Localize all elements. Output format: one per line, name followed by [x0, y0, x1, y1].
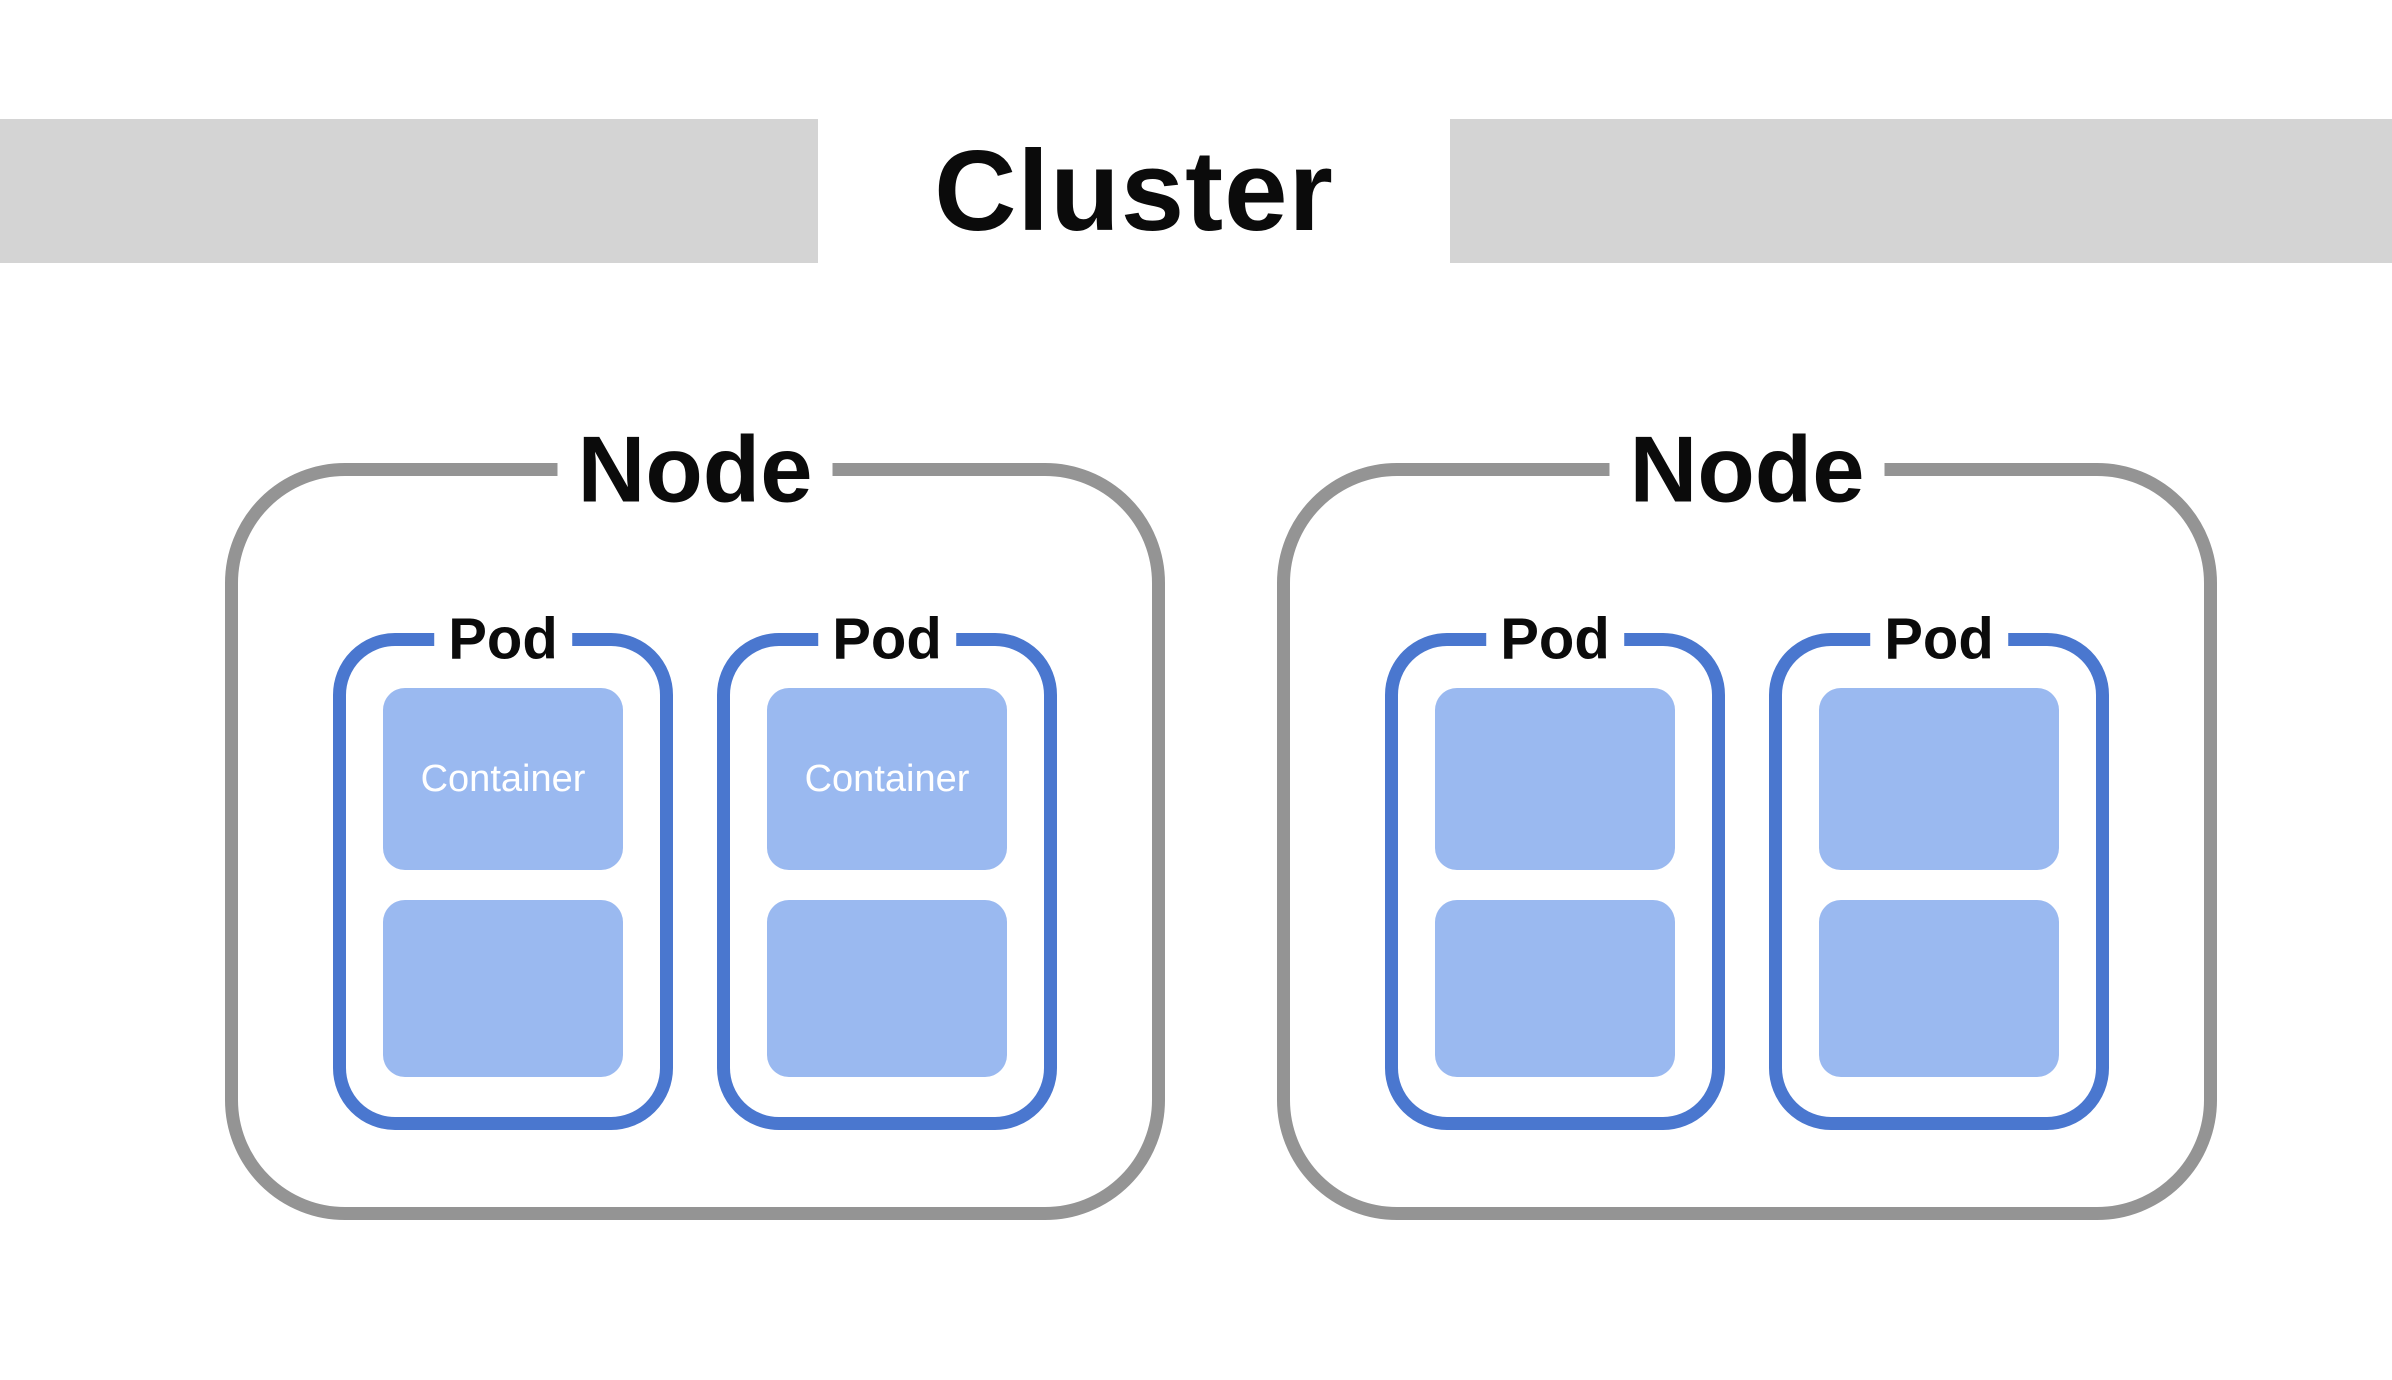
node-1-pod-1-container-1: Container	[383, 688, 623, 870]
node-1-pod-2-container-2	[767, 900, 1007, 1077]
node-2-pod-1-container-2	[1435, 900, 1675, 1077]
node-2-pod-2: Pod	[1769, 609, 2109, 1130]
node-1-pod-1-container-2	[383, 900, 623, 1077]
node-2-pod-1-container-1	[1435, 688, 1675, 870]
cluster-title: Cluster	[934, 127, 1334, 255]
cluster-header-bar-left	[0, 119, 818, 263]
node-1-label: Node	[557, 420, 833, 520]
node-2-label: Node	[1609, 420, 1885, 520]
node-1-pod-2-label: Pod	[818, 609, 956, 671]
node-2-pod-1: Pod	[1385, 609, 1725, 1130]
node-2-pod-2-label: Pod	[1870, 609, 2008, 671]
node-box-1: Node Pod Container Pod Container	[225, 420, 1165, 1220]
node-box-2: Node Pod Pod	[1277, 420, 2217, 1220]
node-1-pod-2: Pod Container	[717, 609, 1057, 1130]
node-1-pod-1-label: Pod	[434, 609, 572, 671]
container-label: Container	[804, 757, 970, 800]
node-1-pod-2-container-1: Container	[767, 688, 1007, 870]
cluster-header-bar-right	[1450, 119, 2392, 263]
node-2-pod-1-label: Pod	[1486, 609, 1624, 671]
node-2-pod-2-container-2	[1819, 900, 2059, 1077]
node-2-pod-2-container-1	[1819, 688, 2059, 870]
container-label: Container	[420, 757, 586, 800]
node-1-pod-1: Pod Container	[333, 609, 673, 1130]
